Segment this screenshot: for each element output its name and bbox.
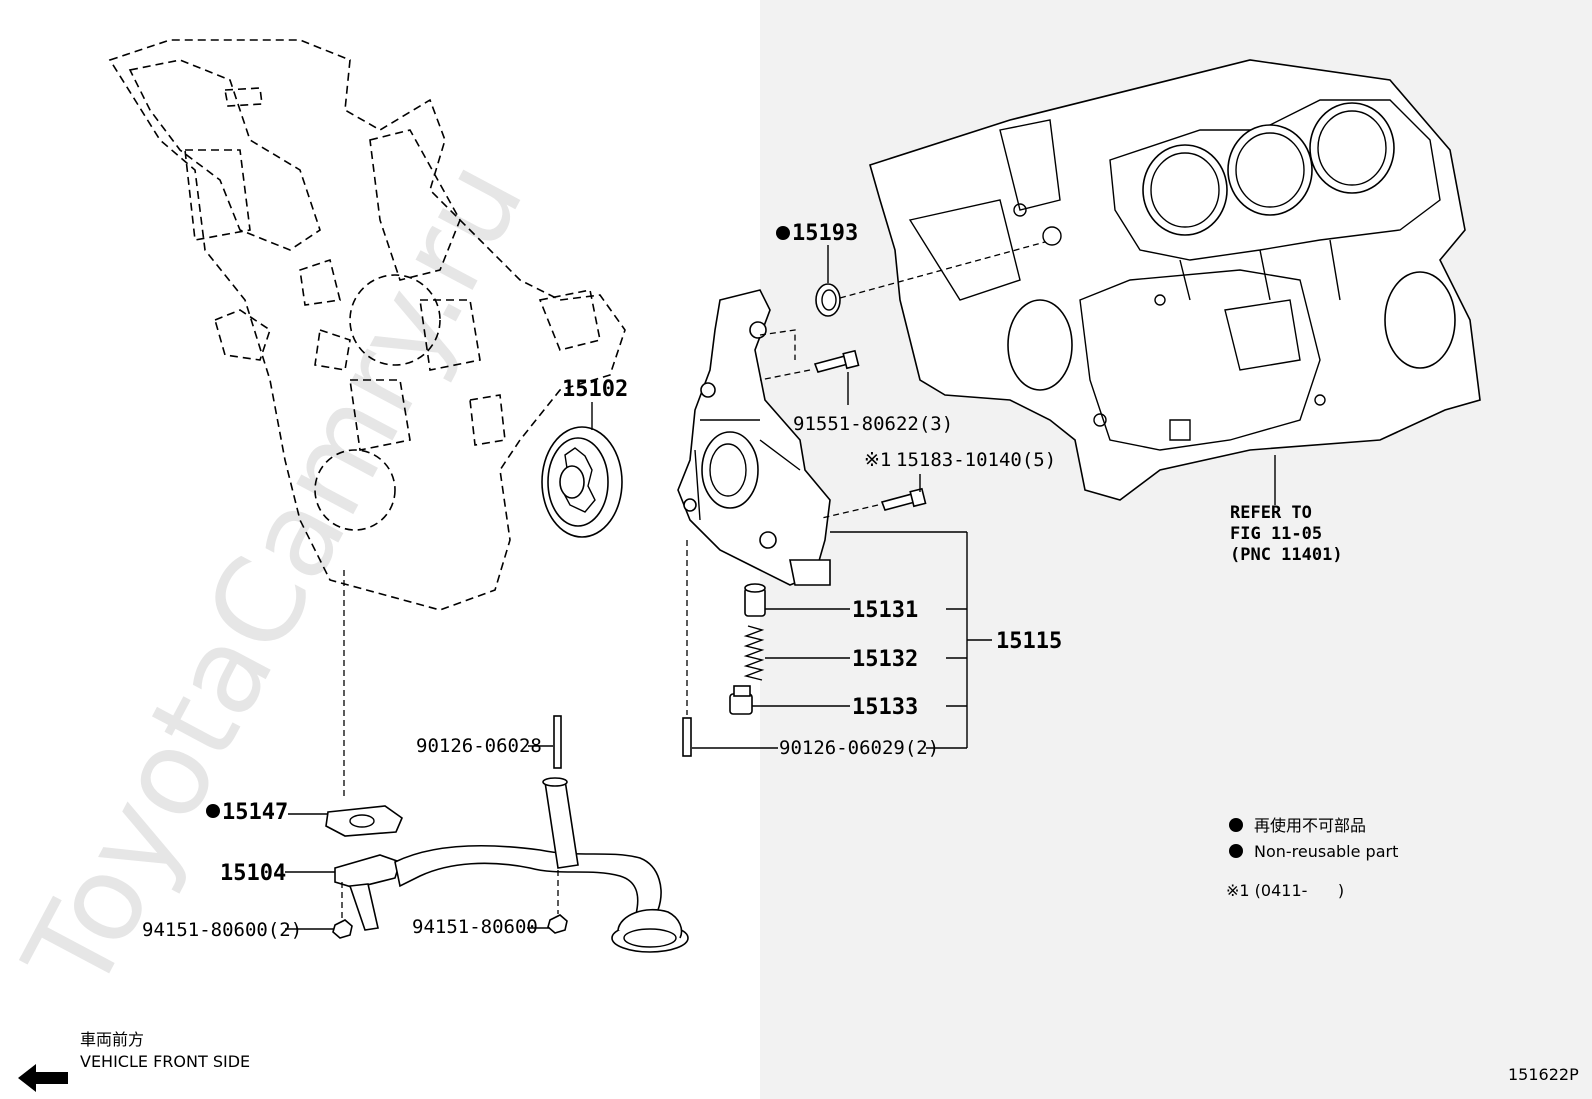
oil-pump-rotor-part: [541, 426, 623, 538]
label-15102: 15102: [562, 377, 628, 402]
nut-leaders: [341, 870, 559, 918]
label-90126-06028: 90126-06028: [416, 735, 542, 757]
oil-pump-assembly-part: [677, 289, 831, 586]
front-arrow-icon: [18, 1064, 68, 1092]
oil-strainer-part: [334, 777, 689, 953]
refer-line-2: FIG 11-05: [1230, 524, 1322, 544]
o-ring-part: [815, 283, 841, 317]
non-reusable-bullet-15147: [206, 804, 220, 818]
legend-note: ※1 (0411- ): [1226, 881, 1344, 900]
timing-chain-cover-outline: [108, 39, 626, 611]
label-15132: 15132: [852, 647, 918, 672]
relief-valve-spring-part: [743, 625, 765, 681]
label-15183-mark: ※1: [864, 449, 891, 471]
label-91551-80622: 91551-80622(3): [793, 413, 953, 435]
legend-bullet-jp: [1229, 818, 1243, 832]
legend-en: Non-reusable part: [1254, 842, 1398, 861]
nut-94151-80600-part: [547, 914, 568, 934]
label-94151-80600: 94151-80600: [412, 916, 538, 938]
label-94151-80600-2: 94151-80600(2): [142, 919, 302, 941]
relief-valve-plunger-part: [744, 583, 766, 617]
direction-jp: 車両前方: [80, 1030, 144, 1049]
legend-bullet-en: [1229, 844, 1243, 858]
refer-line-1: REFER TO: [1230, 503, 1312, 523]
label-15147: 15147: [222, 800, 288, 825]
label-15133: 15133: [852, 695, 918, 720]
relief-valve-plug-part: [729, 685, 753, 715]
label-15115: 15115: [996, 629, 1062, 654]
label-15183-10140: 15183-10140(5): [896, 449, 1056, 471]
label-15193: 15193: [792, 221, 858, 246]
nut-94151-80600-2-part: [332, 919, 353, 939]
stud-90126-06029-part: [682, 717, 692, 757]
bracket-15115: [830, 531, 992, 749]
strainer-gasket-part: [325, 805, 403, 837]
direction-en: VEHICLE FRONT SIDE: [80, 1052, 250, 1071]
o-ring-leader: [839, 241, 1046, 299]
label-15131: 15131: [852, 598, 918, 623]
bolt-91551-part: [813, 349, 860, 373]
refer-line-3: (PNC 11401): [1230, 545, 1343, 565]
bolt-15183-part: [880, 487, 927, 511]
figure-code: 151622P: [1508, 1065, 1579, 1084]
bolt-91551-leader: [759, 329, 811, 381]
legend-jp: 再使用不可部品: [1254, 816, 1366, 835]
cylinder-block-outline: [869, 59, 1481, 501]
stud-90126-06028-part: [553, 715, 562, 769]
label-15104: 15104: [220, 861, 286, 886]
non-reusable-bullet-15193: [776, 226, 790, 240]
label-90126-06029: 90126-06029(2): [779, 737, 939, 759]
